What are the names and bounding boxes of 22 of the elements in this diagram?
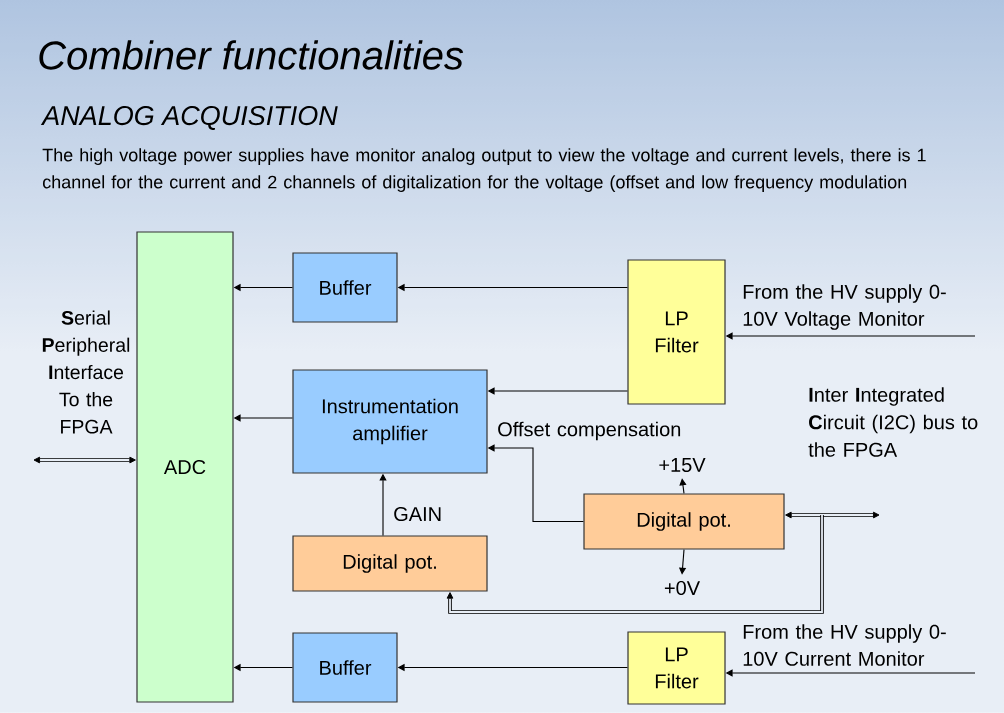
interface-label: Inter Integrated Circuit (I2C) bus to the FPGA: [808, 387, 978, 457]
filter-box: LP Filter: [627, 631, 726, 705]
arrow: [33, 456, 136, 464]
edge-label: Offset compensation: [498, 421, 681, 441]
slide-title: Combiner functionalities: [39, 40, 464, 70]
edge-label: From the HV supply 0-10V Current Monitor: [743, 624, 946, 666]
edge-label: GAIN: [394, 506, 441, 522]
adc-block: ADC: [136, 231, 234, 703]
buffer-box: Buffer: [292, 632, 398, 703]
section-heading: ANALOG ACQUISITION: [40, 106, 338, 130]
filter-box: LP Filter: [627, 259, 726, 405]
arrow: [785, 511, 880, 519]
arrow: [679, 478, 687, 494]
arrow: [446, 514, 824, 614]
buffer-box: Buffer: [292, 252, 398, 323]
description-text: The high voltage power supplies have monitor analog output to view the voltage and current levels, there is 1 channel for the current and 2 channels of digitalization for the voltage (offset and low frequency modulation: [42, 148, 926, 192]
potentiometer-box: Digital pot.: [583, 493, 785, 550]
voltage-label: +15V: [659, 458, 706, 472]
potentiometer-box: Digital pot.: [292, 535, 488, 592]
voltage-label: +0V: [664, 580, 700, 596]
edge-label: From the HV supply 0-10V Voltage Monitor: [743, 284, 946, 330]
amplifier-box: Instrumentation amplifier: [292, 369, 488, 474]
